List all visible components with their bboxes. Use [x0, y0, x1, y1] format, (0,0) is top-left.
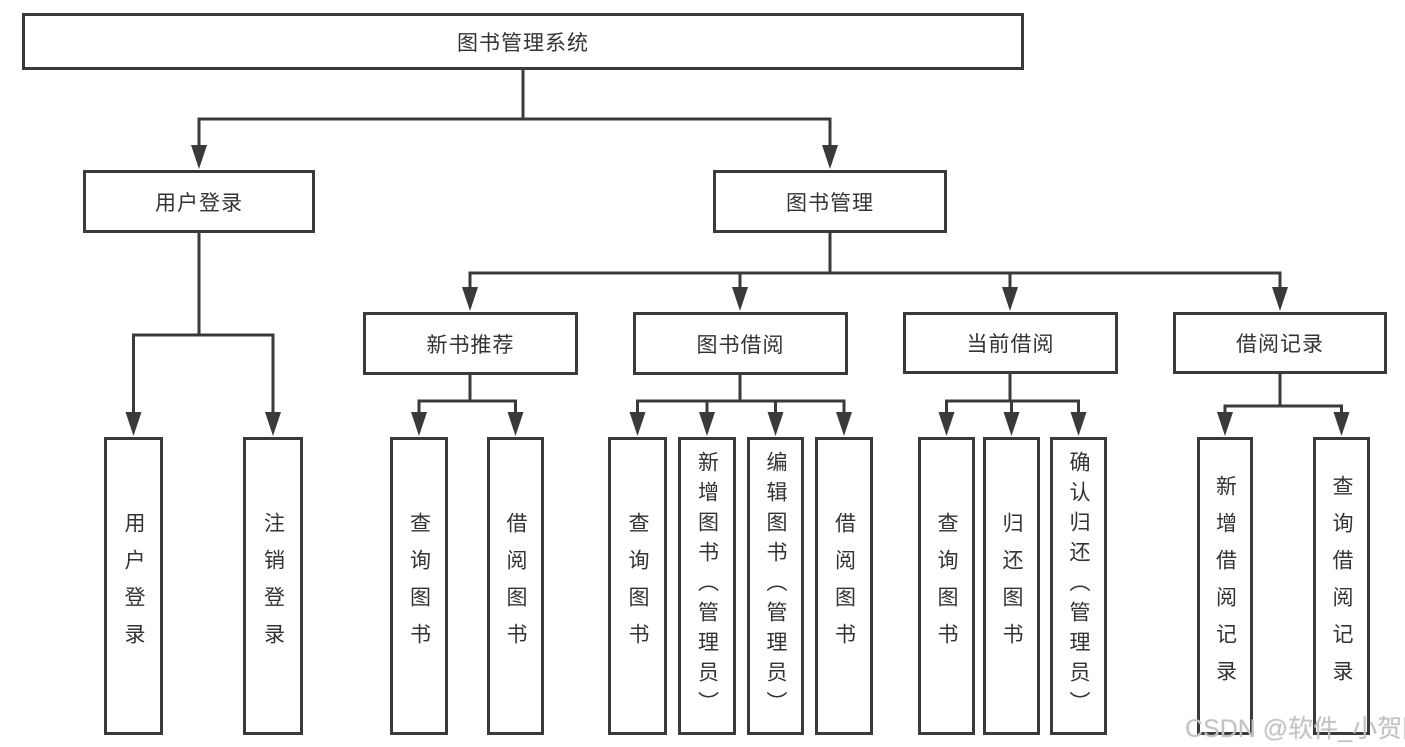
arrowhead — [836, 412, 852, 436]
node-book-management: 图书管理 — [713, 170, 947, 233]
arrowhead — [125, 412, 142, 436]
leaf-borrow-books-borrowing: 借阅图书 — [815, 437, 873, 735]
leaf-query-books-borrowing: 查询图书 — [608, 437, 667, 735]
connector-userlogin-to-leaves — [125, 233, 281, 436]
connector-current-to-leaves — [938, 374, 1087, 436]
arrowhead — [1272, 287, 1288, 311]
leaf-add-borrow-record: 新增借阅记录 — [1197, 437, 1253, 735]
leaf-return-books: 归还图书 — [983, 437, 1040, 735]
node-root-label: 图书管理系统 — [457, 31, 589, 55]
csdn-watermark: CSDN @软件_小贺同学 — [1185, 715, 1405, 743]
leaf-user-login: 用户登录 — [104, 437, 163, 735]
arrowhead — [462, 287, 478, 311]
leaf-add-books-admin: 新增图书（管理员） — [678, 437, 736, 735]
connector-bookmgmt-to-level3 — [462, 233, 1288, 311]
leaf-query-books-current: 查询图书 — [918, 437, 975, 735]
arrowhead — [938, 412, 955, 436]
arrowhead — [411, 412, 427, 436]
node-book-management-label: 图书管理 — [786, 191, 874, 215]
node-root: 图书管理系统 — [22, 13, 1024, 70]
arrowhead — [767, 412, 784, 436]
leaf-edit-books-admin: 编辑图书（管理员） — [747, 437, 804, 735]
leaf-logout: 注销登录 — [243, 437, 303, 735]
node-current-borrowing-label: 当前借阅 — [966, 333, 1055, 356]
arrowhead — [265, 412, 281, 436]
arrowhead — [1070, 412, 1087, 436]
leaf-query-borrow-record: 查询借阅记录 — [1313, 437, 1370, 735]
leaf-borrow-books-recommend: 借阅图书 — [487, 437, 544, 735]
node-book-borrowing-label: 图书借阅 — [696, 333, 785, 357]
arrowhead — [1333, 412, 1350, 436]
leaf-query-books-recommend: 查询图书 — [390, 437, 448, 735]
node-user-login-label: 用户登录 — [155, 191, 243, 215]
node-user-login: 用户登录 — [83, 170, 315, 233]
arrowhead — [629, 412, 646, 436]
arrowhead — [699, 412, 715, 436]
node-current-borrowing: 当前借阅 — [903, 312, 1118, 374]
node-new-book-recommend: 新书推荐 — [363, 312, 578, 375]
connector-recommend-to-leaves — [411, 375, 524, 436]
connector-root-to-level2 — [191, 70, 838, 169]
node-new-book-recommend-label: 新书推荐 — [426, 333, 515, 357]
arrowhead — [191, 145, 207, 169]
node-book-borrowing: 图书借阅 — [633, 312, 848, 375]
connector-records-to-leaves — [1217, 374, 1350, 436]
arrowhead — [1002, 287, 1018, 311]
leaf-confirm-return-admin: 确认归还（管理员） — [1050, 437, 1107, 735]
node-borrowing-records: 借阅记录 — [1173, 312, 1387, 374]
arrowhead — [822, 145, 838, 169]
arrowhead — [1003, 412, 1020, 436]
arrowhead — [507, 412, 524, 436]
node-borrowing-records-label: 借阅记录 — [1236, 333, 1324, 356]
arrowhead — [1217, 412, 1233, 436]
connector-borrowing-to-leaves — [629, 375, 852, 436]
arrowhead — [732, 287, 748, 311]
